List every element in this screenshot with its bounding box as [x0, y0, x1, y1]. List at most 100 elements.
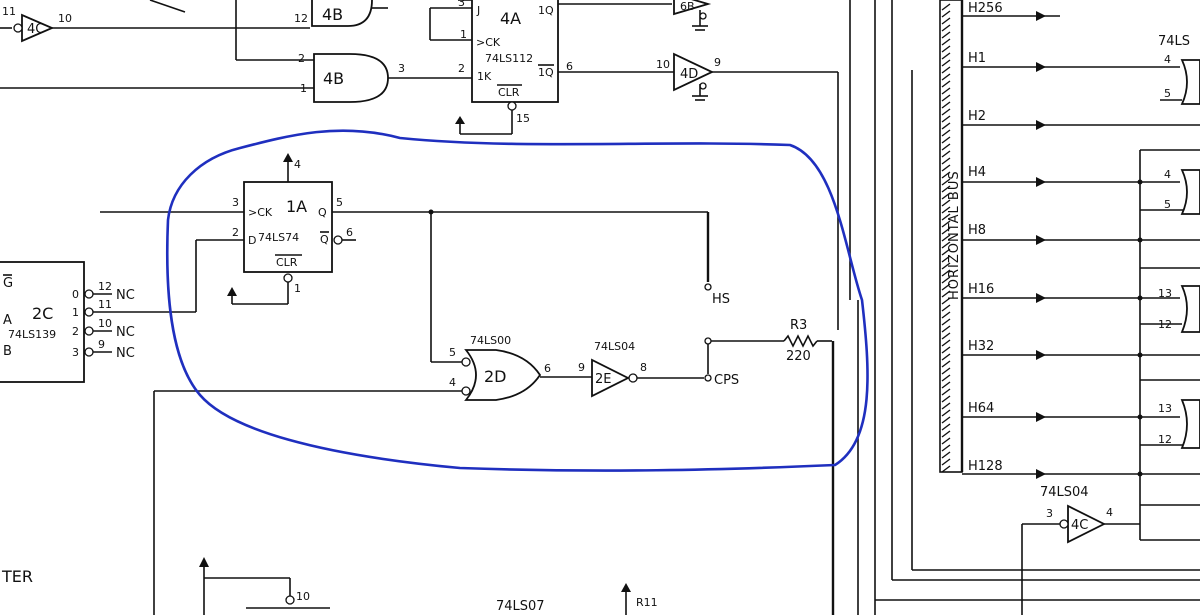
dec-2c-10: 10 — [98, 317, 112, 330]
pin-2: 2 — [298, 52, 305, 65]
dec-2c-type: 74LS139 — [8, 328, 56, 341]
gate-4b: 4B 2 1 3 — [0, 0, 472, 103]
gate-2d-type: 74LS00 — [470, 334, 511, 347]
pin-1a-5: 5 — [336, 196, 343, 209]
flipflop-1a: 1A >CK D 74LS74 Q Q CLR 3 2 5 6 4 1 — [100, 153, 708, 363]
dec-2c-label: 2C — [32, 304, 53, 323]
gate-4b-top-label: 4B — [322, 5, 343, 24]
ff-4a-clr: CLR — [498, 86, 520, 99]
bus-h64: H64 — [968, 401, 994, 416]
pin-1a-4: 4 — [294, 158, 301, 171]
flipflop-4a: 4A J >CK 74LS112 1K 1Q 1Q CLR 2 1 3 6 15 — [429, 0, 674, 135]
gate-6b: 6B — [673, 0, 712, 31]
dec-2c-g: G — [3, 276, 13, 291]
dec-2c-b: B — [3, 344, 12, 359]
right-type-label: 74LS — [1158, 34, 1190, 49]
ff-4a-1k: 1K — [477, 70, 492, 83]
resistor-r3: R3 220 — [783, 318, 835, 615]
gate-6b-label: 6B — [680, 0, 695, 13]
pin-3: 3 — [398, 62, 405, 75]
gate-2e-label: 2E — [595, 372, 612, 387]
right-partial-gates: 74LS 4 5 4 5 13 12 13 12 — [1140, 34, 1200, 449]
bus-h16: H16 — [968, 282, 994, 297]
right-pin-4a: 4 — [1164, 53, 1171, 66]
gate-2d-label: 2D — [484, 367, 507, 386]
ff-1a-ck: >CK — [248, 206, 273, 219]
ff-4a-ck: >CK — [476, 36, 501, 49]
gate-4c-bottom-type: 74LS04 — [1040, 485, 1089, 500]
right-pin-12b: 12 — [1158, 433, 1172, 446]
r3-value: 220 — [786, 349, 811, 364]
jumper-hs-cps: HS CPS — [704, 212, 784, 388]
nc-1: NC — [116, 288, 135, 303]
right-pin-4b: 4 — [1164, 168, 1171, 181]
bottom-circuit: 10 74LS07 R11 — [199, 557, 658, 615]
pin-1a-1: 1 — [294, 282, 301, 295]
gate-4b-label: 4B — [323, 69, 344, 88]
pin-4a-2: 2 — [458, 62, 465, 75]
dec-2c-a: A — [3, 313, 12, 328]
pin-4c-4: 4 — [1106, 506, 1113, 519]
bus-h128: H128 — [968, 459, 1003, 474]
pin-4a-1: 1 — [460, 28, 467, 41]
ff-1a-label: 1A — [286, 197, 307, 216]
bus-h256: H256 — [968, 1, 1003, 16]
label-cps: CPS — [714, 373, 739, 388]
gate-4b-top: 4B 12 — [294, 0, 388, 27]
bottom-type-label: 74LS07 — [496, 599, 545, 614]
horizontal-bus: HORIZONTAL BUS H256 H1 H2 H4 H8 H16 H32 … — [939, 0, 1200, 479]
pin-4a-3: 3 — [458, 0, 465, 9]
pin-1a-3: 3 — [232, 196, 239, 209]
ff-1a-d: D — [248, 234, 256, 247]
bus-h2: H2 — [968, 109, 986, 124]
gate-4d-label: 4D — [680, 67, 698, 82]
ff-1a-qbar: Q — [320, 233, 329, 246]
pin-4c-3: 3 — [1046, 507, 1053, 520]
label-hs: HS — [712, 292, 730, 307]
dec-2c-o0: 0 — [72, 288, 79, 301]
gate-4c-top-label: 4C — [27, 22, 44, 37]
pin-bottom-10: 10 — [296, 590, 310, 603]
pin-2e-8: 8 — [640, 361, 647, 374]
gate-2e: 2E 74LS04 9 8 — [578, 340, 704, 398]
hand-drawn-annotation-loop — [165, 129, 869, 472]
left-edge-text: TER — [1, 567, 33, 586]
ff-1a-clr: CLR — [276, 256, 298, 269]
bus-h4: H4 — [968, 165, 986, 180]
pin-2e-9: 9 — [578, 361, 585, 374]
pin-2d-5: 5 — [449, 346, 456, 359]
bus-h8: H8 — [968, 223, 986, 238]
nc-3: NC — [116, 346, 135, 361]
pin-4d-9: 9 — [714, 56, 721, 69]
gate-4c-top: 4C 11 10 — [0, 5, 310, 43]
gate-4c-bottom: 74LS04 4C 3 4 — [1021, 485, 1140, 615]
pin-12: 12 — [294, 12, 308, 25]
gate-2e-type: 74LS04 — [594, 340, 635, 353]
pin-4a-6: 6 — [566, 60, 573, 73]
right-pin-13a: 13 — [1158, 287, 1172, 300]
ff-4a-type: 74LS112 — [485, 52, 533, 65]
pin-1a-6: 6 — [346, 226, 353, 239]
decoder-2c: G A B 2C 74LS139 0 1 2 3 12 11 10 9 NC N… — [0, 261, 196, 383]
dec-2c-o1: 1 — [72, 306, 79, 319]
bus-h1: H1 — [968, 51, 986, 66]
gate-2d: 2D 74LS00 5 4 6 — [153, 334, 592, 615]
ff-4a-1qbar: 1Q — [538, 66, 554, 79]
pin-10: 10 — [58, 12, 72, 25]
right-pin-5b: 5 — [1164, 198, 1171, 211]
pin-2d-4: 4 — [449, 376, 456, 389]
dec-2c-11: 11 — [98, 298, 112, 311]
ff-4a-label: 4A — [500, 9, 521, 28]
ff-1a-type: 74LS74 — [258, 231, 299, 244]
pin-15: 15 — [516, 112, 530, 125]
gate-4d: 4D 10 9 — [656, 52, 742, 101]
ff-4a-j: J — [476, 4, 480, 17]
pin-2d-6: 6 — [544, 362, 551, 375]
pin-1a-2: 2 — [232, 226, 239, 239]
right-pin-5a: 5 — [1164, 87, 1171, 100]
bus-h32: H32 — [968, 339, 994, 354]
ff-1a-q: Q — [318, 206, 327, 219]
r3-label: R3 — [790, 318, 807, 333]
dec-2c-o3: 3 — [72, 346, 79, 359]
